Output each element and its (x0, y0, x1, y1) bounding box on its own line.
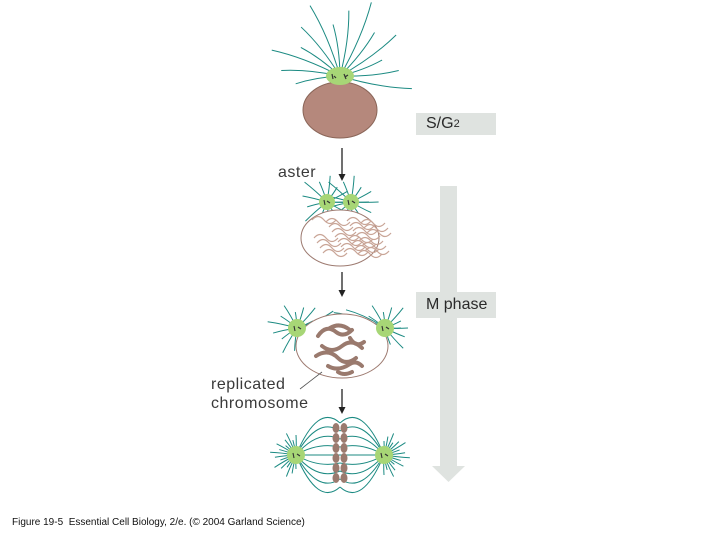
aster-label: aster (278, 163, 316, 182)
spindle-pole-right (376, 319, 394, 337)
sister-chromatid (341, 473, 348, 483)
sister-chromatid (341, 423, 348, 433)
sister-chromatid (333, 423, 340, 433)
chromosome (338, 372, 352, 374)
sister-chromatid (333, 443, 340, 453)
sister-chromatid (341, 463, 348, 473)
aster-centrosome-right (343, 194, 359, 210)
sister-chromatid (341, 443, 348, 453)
microtubule (340, 2, 371, 76)
microtubule (340, 11, 349, 76)
spindle-pole-left (288, 319, 306, 337)
replicated-chromosome-label-line1: replicated (211, 375, 285, 394)
spindle-pole-right (375, 446, 393, 464)
sister-chromatid (333, 463, 340, 473)
interphase-cell (272, 2, 412, 138)
metaphase-cell (270, 417, 410, 492)
sister-chromatid (333, 473, 340, 483)
stage-label-m-phase: M phase (416, 292, 496, 318)
aligned-chromosomes (333, 423, 348, 483)
early-prophase-cell (301, 176, 391, 266)
stage-label-s-g2-main: S/G (426, 115, 454, 133)
nucleus (303, 82, 377, 138)
sister-chromatid (333, 433, 340, 443)
stage-label-s-g2-subscript: 2 (454, 118, 460, 130)
replicated-chromosome-label-line2: chromosome (211, 394, 308, 413)
prophase-cell (268, 306, 408, 389)
leader-line (300, 372, 322, 389)
spindle-pole-left (287, 446, 305, 464)
centrosome-pair (326, 67, 354, 85)
sister-chromatid (341, 433, 348, 443)
m-phase-progress-arrow (432, 186, 465, 482)
aster-centrosome-left (319, 194, 335, 210)
figure-caption: Figure 19-5 Essential Cell Biology, 2/e.… (12, 517, 305, 528)
sister-chromatid (333, 453, 340, 463)
sister-chromatid (341, 453, 348, 463)
